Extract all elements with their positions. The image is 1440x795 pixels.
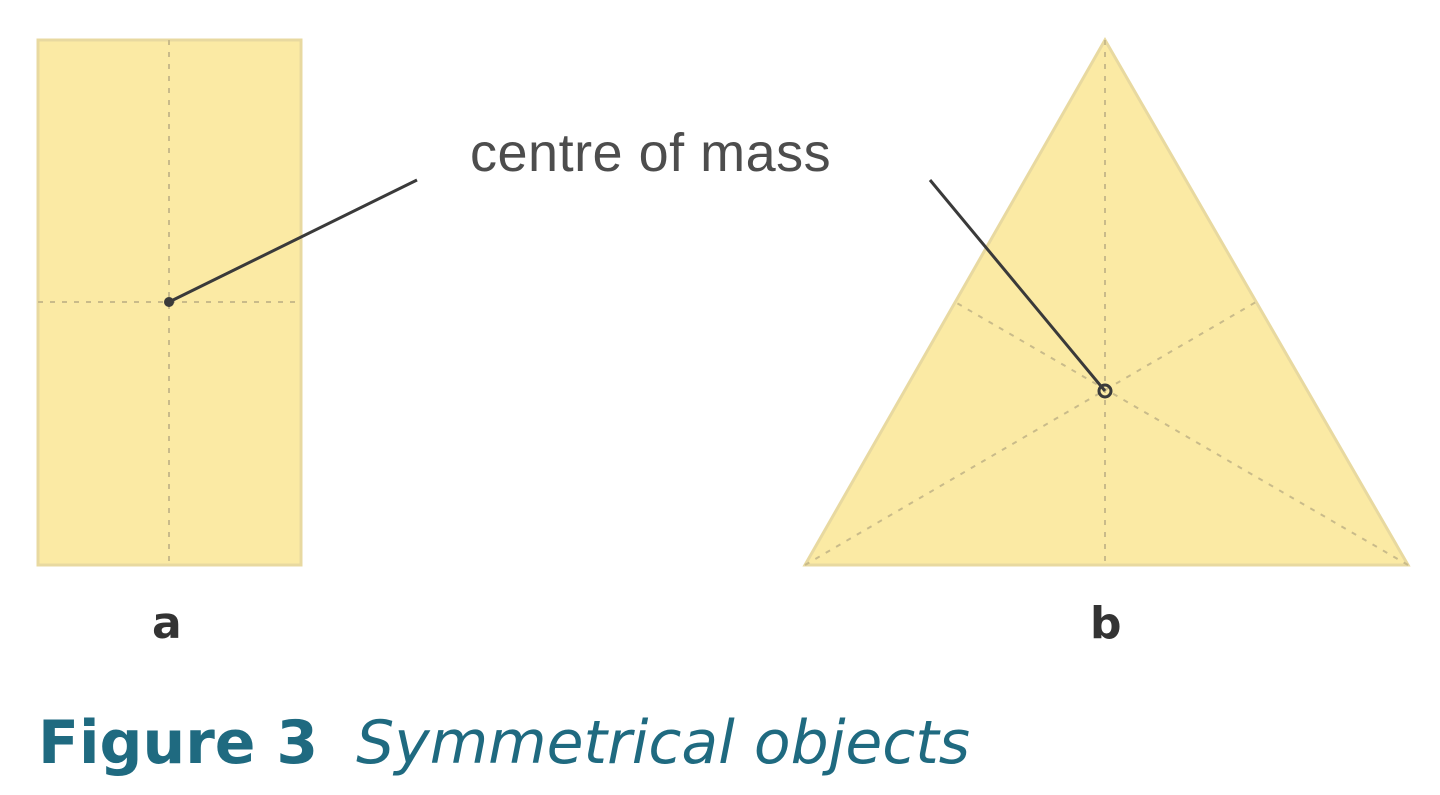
figure-title: Symmetrical objects: [356, 708, 971, 778]
rectangle-label: a: [152, 598, 182, 649]
centre-of-mass-label: centre of mass: [470, 123, 832, 183]
triangle-median-right: [954, 301, 1409, 566]
triangle-label: b: [1090, 598, 1122, 649]
triangle-centre-of-mass-point: [1097, 383, 1113, 399]
triangle-leader-line: [928, 179, 1107, 392]
rectangle-leader-line: [168, 178, 418, 304]
figure-number: Figure 3: [38, 708, 319, 778]
triangle-body: [802, 36, 1411, 567]
triangle-shape: [802, 36, 1411, 567]
figure-caption: Figure 3 Symmetrical objects: [38, 708, 970, 778]
triangle-median-left: [804, 301, 1257, 566]
